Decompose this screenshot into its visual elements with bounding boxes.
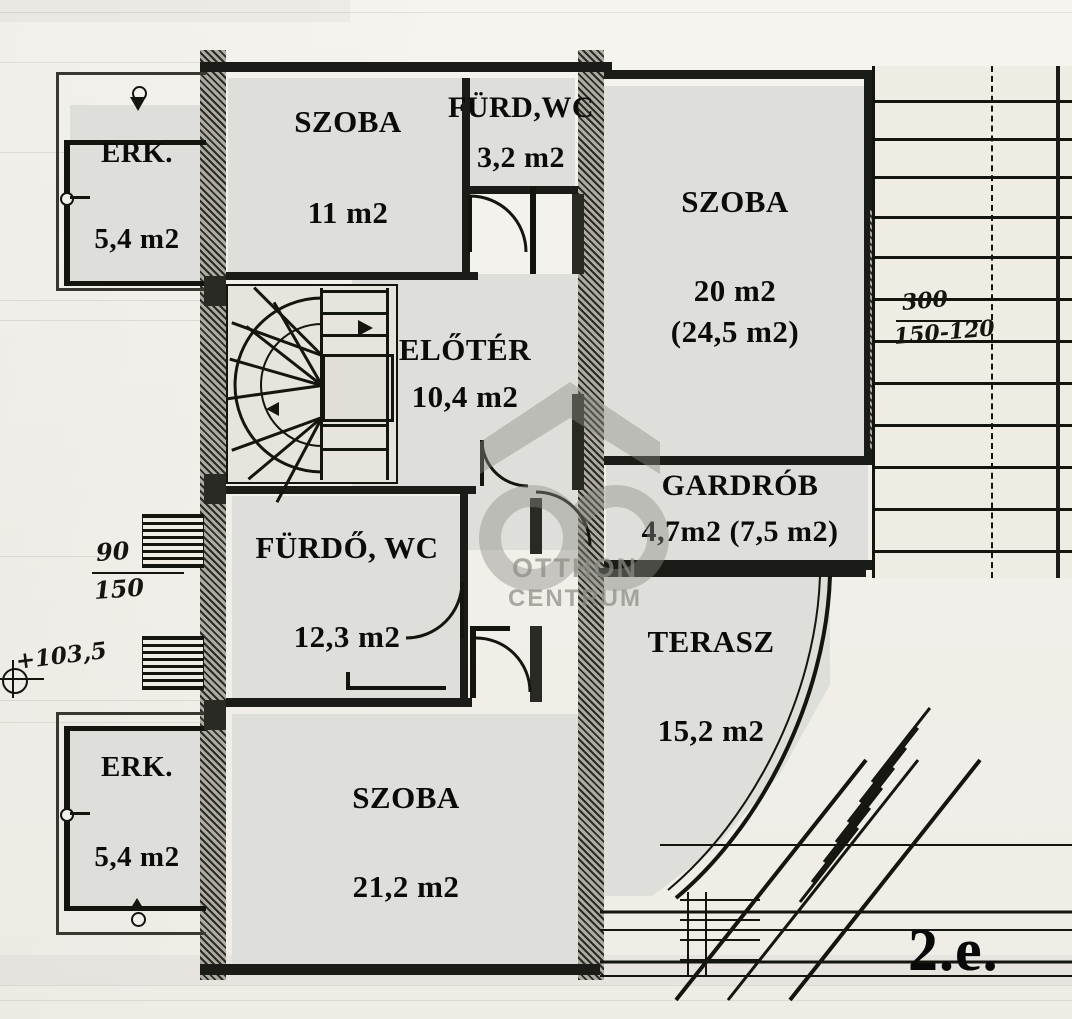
- wall-terasz-top: [598, 568, 866, 577]
- door-jamb-3: [530, 498, 542, 554]
- room-fill-erkely-top: [70, 105, 203, 283]
- balcony-rail-top-bottom: [64, 281, 206, 286]
- stair-newel: [322, 354, 394, 422]
- bearing-wall-right: [578, 50, 604, 980]
- level-mark-cross-v: [12, 660, 14, 698]
- annotation-opening-width: 300: [900, 286, 949, 316]
- scan-line: [0, 320, 205, 321]
- balcony-edge-bot-outer2: [56, 712, 59, 934]
- outer-stair-right-edge: [1056, 66, 1060, 578]
- stair-direction-arrow-icon: [358, 320, 373, 336]
- window-shutter-upper: [142, 514, 204, 568]
- scan-band: [0, 0, 350, 22]
- stair-direction-arrow-icon-2: [266, 402, 279, 416]
- scan-line: [0, 1000, 1072, 1001]
- level-mark-symbol-icon: [2, 668, 28, 694]
- exterior-wall-top: [200, 62, 612, 72]
- wall-eloter-bottom: [226, 486, 476, 494]
- balcony-edge-top-outer3: [56, 288, 206, 291]
- bath-fixture-line-3: [470, 626, 476, 698]
- balcony-anchor-bot-arrow-icon: [129, 898, 145, 911]
- balcony-edge-top-outer: [56, 72, 206, 75]
- bath-fixture-line-2: [346, 672, 350, 690]
- door-jamb-4: [530, 626, 542, 702]
- wall-szoba11-right: [462, 78, 470, 274]
- floor-badge: 2.e.: [908, 917, 999, 983]
- balcony-edge-top-outer2: [56, 72, 59, 290]
- wall-furdowc123-right: [460, 492, 468, 704]
- door-jamb-7: [204, 700, 226, 730]
- annotation-window-width: 90: [94, 535, 131, 567]
- room-fill-erkely-bottom: [70, 726, 203, 910]
- wall-gardrob-bottom: [604, 560, 872, 570]
- balcony-tie-line: [70, 196, 90, 199]
- door-jamb-6: [204, 474, 226, 504]
- wall-furdowc32-partition: [530, 186, 536, 274]
- scan-line: [0, 722, 205, 723]
- door-jamb-5: [204, 276, 226, 306]
- door-jamb-2: [572, 394, 584, 490]
- annotation-window-rule: [92, 572, 184, 574]
- wall-furdowc32-bottom: [462, 186, 578, 194]
- bearing-wall-left: [200, 50, 226, 980]
- room-fill-gardrob: [606, 464, 868, 564]
- scan-line: [0, 300, 205, 301]
- balcony-anchor-bot-icon: [131, 912, 146, 927]
- outer-stair-right: [872, 66, 1072, 578]
- scan-line: [0, 62, 200, 63]
- room-fill-furdo-wc-32: [470, 78, 575, 188]
- outer-stair-centerline: [991, 66, 993, 578]
- wall-furdowc123-bottom: [226, 698, 472, 707]
- balcony-anchor-bot-side-icon: [60, 808, 74, 822]
- balcony-rail-top-top: [64, 140, 206, 145]
- room-fill-szoba-212: [232, 714, 580, 964]
- scan-line: [0, 556, 105, 557]
- room-fill-corridor: [468, 490, 580, 550]
- scan-line: [0, 700, 205, 701]
- balcony-tie-line-bot: [70, 812, 90, 815]
- wall-gardrob-top: [604, 456, 872, 465]
- annotation-window-height: 150: [92, 572, 145, 605]
- level-mark-cross-h: [0, 678, 44, 680]
- door-jamb-1: [572, 194, 584, 274]
- exterior-wall-top-right: [604, 70, 872, 79]
- balcony-edge-bot-outer3: [56, 932, 206, 935]
- balcony-anchor-arrow-icon: [130, 97, 146, 111]
- room-fill-szoba-20: [604, 86, 866, 456]
- scan-line: [0, 12, 1072, 13]
- scan-line: [0, 152, 72, 153]
- balcony-rail-top-left: [64, 140, 70, 284]
- scan-line: [0, 985, 1072, 986]
- wall-szoba20-right: [864, 70, 874, 460]
- bath-fixture-line-4: [470, 626, 510, 631]
- balcony-edge-bot-outer: [56, 712, 206, 715]
- wall-szoba11-bottom: [226, 272, 478, 280]
- bath-fixture-line-1: [346, 686, 446, 690]
- staircase-internal: [226, 284, 398, 503]
- annotation-opening-rule: [896, 320, 982, 322]
- balcony-anchor-side-icon: [60, 192, 74, 206]
- window-shutter-lower: [142, 636, 204, 690]
- exterior-wall-bottom: [200, 964, 600, 975]
- room-fill-szoba-11: [228, 78, 468, 274]
- stair-curved-rail: [233, 296, 323, 474]
- balcony-rail-bot-top: [64, 726, 206, 731]
